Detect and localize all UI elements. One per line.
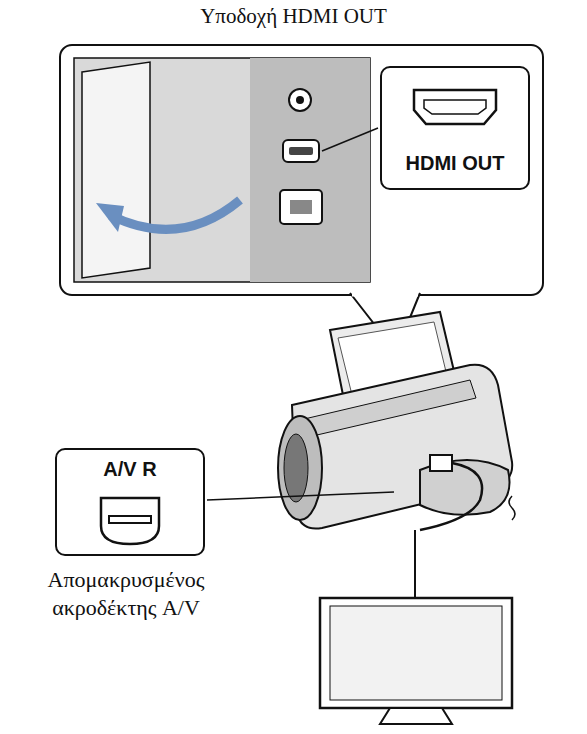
camcorder-body <box>292 365 512 529</box>
av-cable <box>420 463 482 530</box>
tv-stand <box>380 708 452 724</box>
callout-box: HDMI OUT <box>380 66 530 190</box>
open-arrow-head <box>96 203 124 232</box>
connector-name: A/V R <box>57 458 203 481</box>
tv <box>320 598 512 708</box>
leader-line <box>322 128 378 151</box>
usb-port-slot <box>290 200 312 214</box>
callout-tail-join <box>352 294 418 297</box>
hdmi-port <box>283 140 319 162</box>
lens-glass <box>284 434 308 502</box>
part-label: Απομακρυσμένος ακροδέκτης A/V <box>8 566 244 621</box>
av-connector-outline <box>101 498 159 544</box>
audio-jack <box>289 89 311 111</box>
av-plug <box>430 455 452 471</box>
hdmi-port-slot <box>289 147 313 155</box>
audio-jack-hole <box>296 96 304 104</box>
callout-box: A/V R <box>55 448 205 556</box>
tv-screen <box>330 606 502 700</box>
hdmi-icon-inner <box>424 100 486 114</box>
cable-end <box>509 496 515 520</box>
open-arrow <box>110 200 240 229</box>
usb-port <box>280 190 322 224</box>
leader-line <box>207 492 394 500</box>
callout-frame <box>60 45 543 295</box>
camcorder-top <box>300 380 476 438</box>
jack-panel <box>250 58 370 282</box>
hdmi-icon <box>410 86 500 130</box>
tv-cable <box>414 530 416 598</box>
av-connector-slot <box>109 516 151 523</box>
connector-name: HDMI OUT <box>382 152 528 175</box>
lens <box>278 416 322 520</box>
title: Υποδοχή HDMI OUT <box>0 4 587 29</box>
hdmi-icon-outline <box>414 90 496 124</box>
camera-side-panel <box>74 58 370 282</box>
av-connector-icon <box>95 492 165 548</box>
jack-cover <box>82 62 150 278</box>
